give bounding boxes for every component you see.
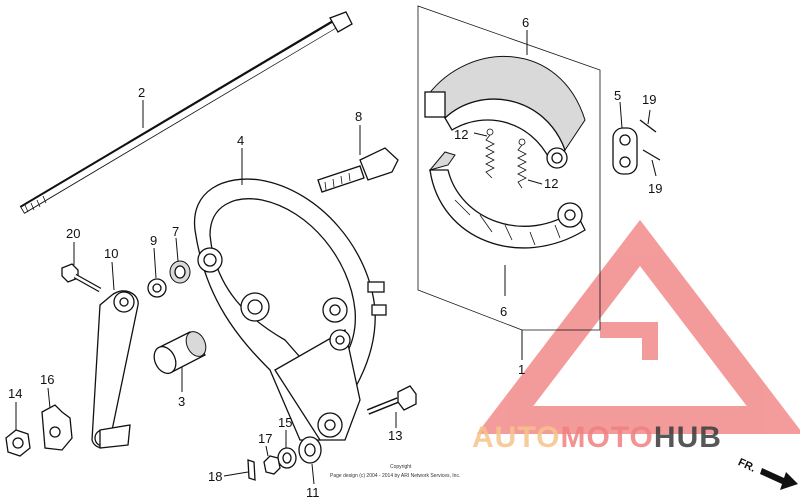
brake-shoe-set-outline xyxy=(417,5,601,331)
front-indicator-label: FR. xyxy=(736,456,757,474)
washer-9 xyxy=(147,278,167,298)
nut-14 xyxy=(5,429,31,457)
callout-8: 8 xyxy=(355,109,362,124)
collar xyxy=(153,331,207,375)
nut-17 xyxy=(263,455,281,475)
callout-16: 16 xyxy=(40,372,54,387)
cotter-pin-lower xyxy=(642,149,661,161)
shoe-spring-left xyxy=(485,128,495,179)
watermark-hub: HUB xyxy=(654,421,722,454)
cotter-pin-18 xyxy=(247,459,256,481)
callout-6-lower: 6 xyxy=(500,304,507,319)
callout-9: 9 xyxy=(150,233,157,248)
cotter-pin-upper xyxy=(639,119,657,133)
front-arrow-icon xyxy=(760,468,798,490)
bolt-20 xyxy=(61,263,102,293)
callout-4: 4 xyxy=(237,133,244,148)
brake-shoe-upper xyxy=(424,55,586,169)
front-indicator: FR. xyxy=(736,456,798,490)
svg-text:AUTOMOTOHUB: AUTOMOTOHUB xyxy=(472,421,722,454)
brake-shoe-lower xyxy=(428,151,586,249)
callout-5: 5 xyxy=(614,88,621,103)
seal-7 xyxy=(169,260,191,284)
axle-shaft xyxy=(19,11,353,214)
callout-18: 18 xyxy=(208,469,222,484)
callout-17: 17 xyxy=(258,431,272,446)
callout-19-upper: 19 xyxy=(642,92,656,107)
callout-13: 13 xyxy=(388,428,402,443)
watermark-auto: AUTO xyxy=(472,421,560,454)
bracket-16 xyxy=(41,404,73,451)
bolt-13 xyxy=(366,385,417,415)
brake-panel xyxy=(193,178,387,441)
callout-11: 11 xyxy=(306,485,320,500)
callout-20: 20 xyxy=(66,226,80,241)
copyright-line-1: Copyright xyxy=(390,464,412,470)
callout-labels: 1 2 3 4 5 6 6 7 8 9 10 11 12 12 13 14 15… xyxy=(8,15,662,500)
watermark-logo xyxy=(476,219,800,434)
copyright-line-2: Page design (c) 2004 - 2014 by ARI Netwo… xyxy=(330,473,460,479)
callout-3: 3 xyxy=(178,394,185,409)
callout-1: 1 xyxy=(518,362,525,377)
washer-15 xyxy=(277,447,297,469)
callout-10: 10 xyxy=(104,246,118,261)
cam-plate xyxy=(612,127,638,175)
torque-link xyxy=(91,290,139,449)
callout-7: 7 xyxy=(172,224,179,239)
watermark-text: AUTOMOTOHUB xyxy=(472,421,722,454)
copyright-notice: Copyright Page design (c) 2004 - 2014 by… xyxy=(330,464,460,479)
callout-14: 14 xyxy=(8,386,22,401)
brake-cam xyxy=(317,147,399,193)
leader-lines xyxy=(15,30,657,485)
watermark-moto: MOTO xyxy=(560,421,653,454)
callout-12-lower: 12 xyxy=(544,176,558,191)
callout-12-upper: 12 xyxy=(454,127,468,142)
shoe-spring-right xyxy=(517,138,527,189)
callout-19-lower: 19 xyxy=(648,181,662,196)
callout-6-upper: 6 xyxy=(522,15,529,30)
callout-15: 15 xyxy=(278,415,292,430)
nut-11 xyxy=(298,436,322,464)
callout-2: 2 xyxy=(138,85,145,100)
